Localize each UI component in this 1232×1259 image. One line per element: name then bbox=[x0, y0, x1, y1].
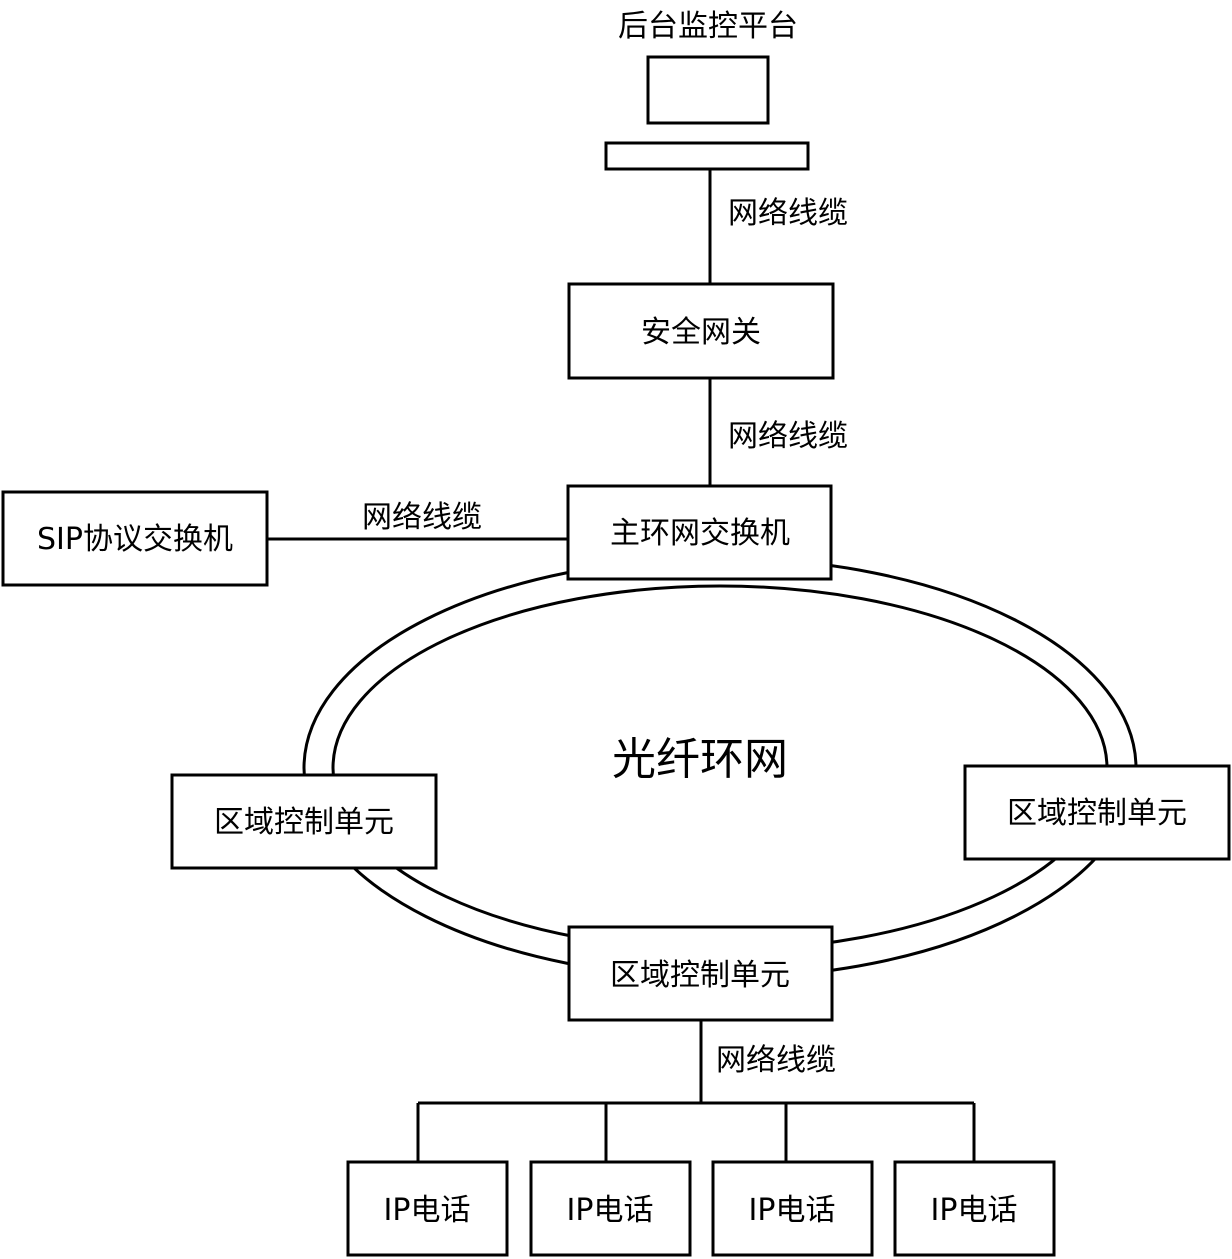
sip-switch-box bbox=[1, 490, 269, 587]
zone-control-right-label: 区域控制单元 bbox=[1007, 796, 1187, 831]
cable-label-2: 网络线缆 bbox=[728, 419, 848, 454]
ip-phone-label-3: IP电话 bbox=[749, 1193, 836, 1228]
ip-phone-box-2 bbox=[529, 1160, 692, 1257]
ip-phone-box-3 bbox=[711, 1160, 874, 1257]
security-gateway-box bbox=[567, 282, 835, 380]
cable-label-1: 网络线缆 bbox=[728, 196, 848, 231]
ip-phone-box-1 bbox=[346, 1160, 509, 1257]
zone-control-left-box bbox=[170, 773, 438, 870]
cable-label-4: 网络线缆 bbox=[716, 1043, 836, 1078]
monitor-base-icon bbox=[604, 141, 810, 171]
fiber-ring-label: 光纤环网 bbox=[612, 734, 788, 785]
security-gateway-label: 安全网关 bbox=[641, 315, 761, 350]
main-ring-switch-label: 主环网交换机 bbox=[610, 516, 790, 551]
zone-control-bottom-box bbox=[567, 925, 834, 1022]
sip-switch-label: SIP协议交换机 bbox=[37, 522, 233, 557]
monitor-screen-icon bbox=[646, 55, 770, 125]
ip-phone-label-1: IP电话 bbox=[384, 1193, 471, 1228]
cable-label-3: 网络线缆 bbox=[362, 500, 482, 535]
ip-phone-label-4: IP电话 bbox=[931, 1193, 1018, 1228]
main-ring-switch-box bbox=[566, 484, 833, 581]
zone-control-bottom-label: 区域控制单元 bbox=[610, 958, 790, 993]
zone-control-left-label: 区域控制单元 bbox=[214, 805, 394, 840]
ip-phone-label-2: IP电话 bbox=[567, 1193, 654, 1228]
ip-phone-box-4 bbox=[893, 1160, 1056, 1257]
monitor-platform-title: 后台监控平台 bbox=[618, 9, 798, 44]
zone-control-right-box bbox=[963, 764, 1231, 861]
